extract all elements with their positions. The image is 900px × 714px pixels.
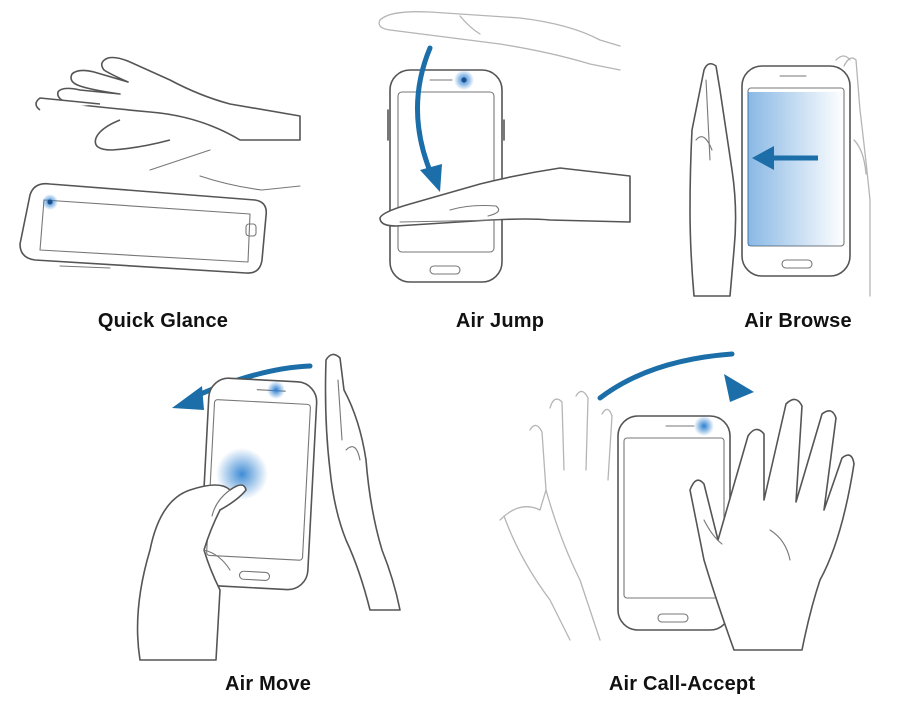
caption-air-jump: Air Jump xyxy=(455,310,545,332)
panel-air-move: Air Move xyxy=(120,340,450,714)
caption-air-call-accept: Air Call-Accept xyxy=(608,673,756,695)
air-browse-illustration xyxy=(689,55,871,297)
air-jump-illustration xyxy=(378,11,631,283)
hand-right xyxy=(689,398,855,651)
swipe-left-arc-arrow xyxy=(193,363,313,399)
phone-upright xyxy=(387,69,505,283)
hand-bottom xyxy=(379,167,631,227)
panel-air-jump: Air Jump xyxy=(300,0,631,340)
arrow-head xyxy=(752,146,774,170)
phone-upright xyxy=(617,415,731,631)
caption-quick-glance: Quick Glance xyxy=(97,310,229,332)
sensor-glow xyxy=(267,381,285,399)
panel-air-call-accept: Air Call-Accept xyxy=(490,340,900,714)
hand-top-faint xyxy=(378,11,621,71)
panel-quick-glance: Quick Glance xyxy=(0,0,301,340)
arrow-head xyxy=(420,164,442,192)
hand-raised xyxy=(324,353,401,611)
caption-air-move: Air Move xyxy=(224,673,312,695)
hand-right-faint xyxy=(835,55,871,297)
hand-left-faint xyxy=(499,390,613,641)
quick-glance-illustration xyxy=(19,56,301,274)
swipe-down-arrow xyxy=(415,45,435,179)
hand-hover xyxy=(35,56,301,191)
air-move-illustration xyxy=(136,353,401,661)
arrow-head xyxy=(172,386,204,410)
swipe-right-arc-arrow xyxy=(597,351,735,401)
panel-air-browse: Air Browse xyxy=(630,0,900,340)
touch-glow xyxy=(216,448,268,500)
hand-left xyxy=(689,62,737,297)
swipe-gradient xyxy=(748,92,844,246)
phone-flat xyxy=(19,182,268,274)
arrow-head xyxy=(724,374,754,402)
hand-holding xyxy=(136,484,247,661)
air-call-accept-illustration xyxy=(499,351,855,651)
sensor-glow xyxy=(694,416,714,436)
caption-air-browse: Air Browse xyxy=(744,310,852,332)
